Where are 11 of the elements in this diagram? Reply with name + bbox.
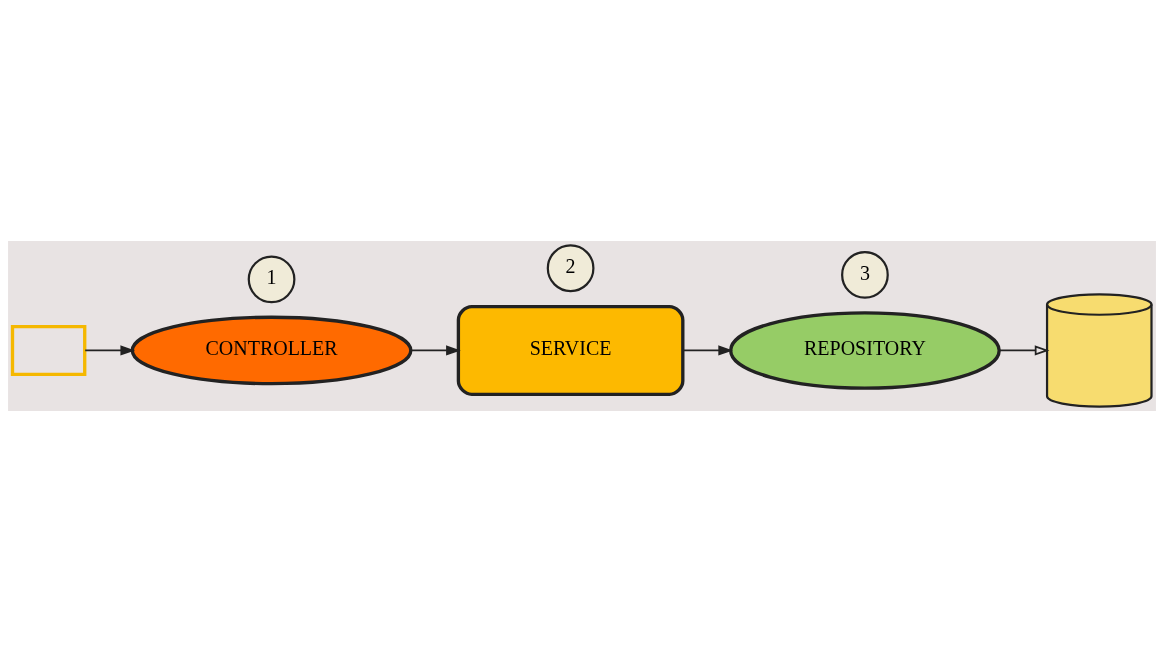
arrow [84, 344, 136, 356]
node-ellipse: REPOSITORY [729, 310, 1001, 390]
arrow [409, 344, 461, 356]
node-ellipse: CONTROLLER [130, 315, 413, 385]
node-circle: 2 [546, 243, 595, 292]
arrow [682, 344, 733, 356]
node-laptop [10, 324, 87, 376]
node-box: SERVICE [456, 304, 685, 396]
node-circle: 3 [841, 250, 889, 299]
node-circle: 1 [247, 254, 296, 303]
arrow [998, 344, 1050, 356]
